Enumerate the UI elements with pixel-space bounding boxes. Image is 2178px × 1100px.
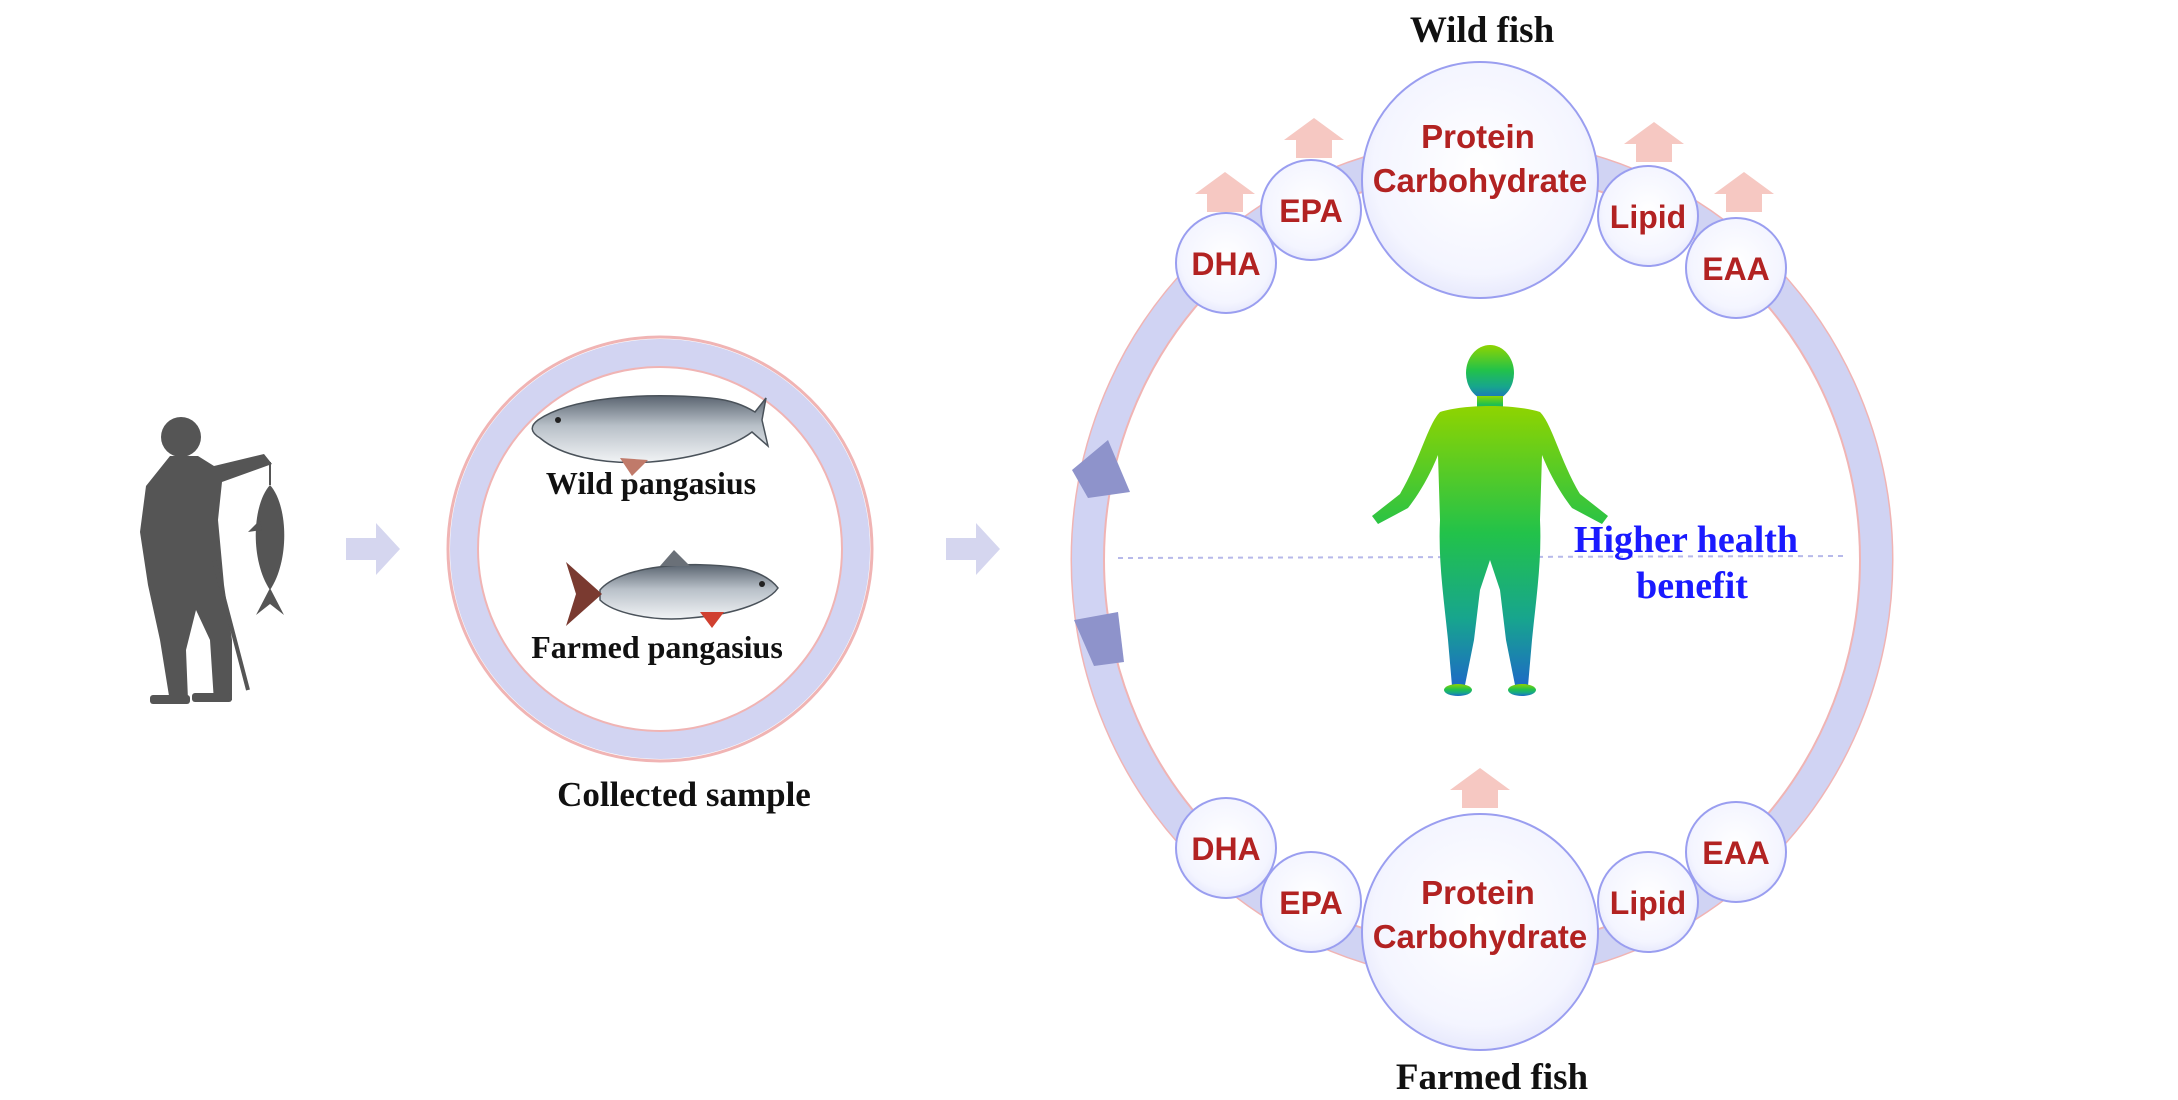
flow-arrow-1	[346, 523, 400, 575]
wild-epa-label: EPA	[1279, 193, 1342, 229]
farmed-eaa-label: EAA	[1702, 835, 1770, 871]
wild-protein-bubble	[1361, 61, 1599, 299]
wild-pangasius-fish-icon	[531, 395, 770, 476]
farmed-pangasius-label: Farmed pangasius	[531, 629, 783, 665]
wild-dha-label: DHA	[1191, 246, 1260, 282]
farmed-epa-label: EPA	[1279, 885, 1342, 921]
farmed-epa-bubble	[1260, 851, 1362, 953]
wild-eaa-bubble	[1685, 217, 1787, 319]
farmed-lipid-label: Lipid	[1610, 885, 1686, 921]
up-arrow-eaa	[1714, 172, 1774, 212]
higher-health-benefit-line1: Higher health	[1574, 519, 1798, 561]
farmed-eaa-bubble	[1685, 801, 1787, 903]
farmed-carbohydrate-label: Carbohydrate	[1373, 918, 1588, 955]
wild-dha-bubble	[1175, 212, 1277, 314]
up-arrow-lipid	[1624, 122, 1684, 162]
human-body-icon	[1372, 345, 1608, 696]
wild-lipid-label: Lipid	[1610, 199, 1686, 235]
collected-sample-caption: Collected sample	[557, 775, 811, 814]
farmed-nutrient-bubbles: DHA EPA Protein Carbohydrate Lipid EAA	[1175, 797, 1787, 1051]
flow-arrow-2	[946, 523, 1000, 575]
farmed-dha-label: DHA	[1191, 831, 1260, 867]
farmed-pangasius-fish-icon	[566, 550, 779, 628]
farmed-dha-bubble	[1175, 797, 1277, 899]
ring-arrow-upper	[1072, 440, 1130, 498]
up-arrow-farmed	[1450, 768, 1510, 808]
sample-ring	[446, 335, 874, 763]
fisherman-icon	[140, 417, 285, 704]
wild-pangasius-label: Wild pangasius	[546, 465, 756, 501]
farmed-protein-label: Protein	[1421, 874, 1535, 911]
farmed-protein-bubble	[1361, 813, 1599, 1051]
farmed-lipid-bubble	[1597, 851, 1699, 953]
up-arrow-epa	[1284, 118, 1344, 158]
wild-epa-bubble	[1260, 159, 1362, 261]
increase-arrows	[1195, 118, 1774, 808]
wild-carbohydrate-label: Carbohydrate	[1373, 162, 1588, 199]
higher-health-benefit-line2: benefit	[1636, 565, 1748, 607]
wild-lipid-bubble	[1597, 165, 1699, 267]
wild-protein-label: Protein	[1421, 118, 1535, 155]
farmed-fish-title: Farmed fish	[1396, 1057, 1589, 1098]
up-arrow-dha	[1195, 172, 1255, 212]
wild-nutrient-bubbles: DHA EPA Protein Carbohydrate Lipid EAA	[1175, 61, 1787, 319]
wild-eaa-label: EAA	[1702, 251, 1770, 287]
wild-fish-title: Wild fish	[1410, 10, 1555, 51]
ring-arrow-lower	[1074, 612, 1124, 666]
